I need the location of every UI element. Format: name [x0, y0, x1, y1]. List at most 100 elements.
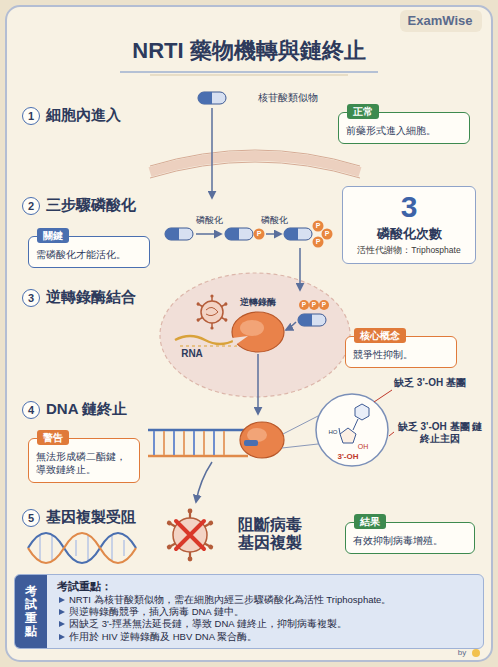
callout-label: 缺乏 3'-OH 基團: [394, 377, 466, 389]
bullet-text: 作用於 HIV 逆轉錄酶及 HBV DNA 聚合酶。: [57, 631, 475, 643]
bullet-text: 因缺乏 3'-羥基無法延長鏈，導致 DNA 鏈終止，抑制病毒複製。: [57, 618, 475, 630]
part-label: RNA: [181, 348, 203, 360]
zoom-circle: [316, 394, 388, 466]
reverse-transcriptase: [232, 312, 284, 352]
dna-ladder: [183, 431, 185, 455]
dna-helix: [28, 533, 136, 563]
bullet-text: 與逆轉錄酶競爭，插入病毒 DNA 鏈中。: [57, 606, 475, 618]
dna-ladder: [203, 431, 205, 455]
flow-arrow: [266, 233, 281, 235]
step-heading: 4DNA 鏈終止: [22, 400, 127, 419]
zoom-circle: [316, 394, 388, 466]
virus-icon: [210, 294, 213, 301]
phosphorylated-pill: [254, 229, 265, 240]
side-band: 考試重點: [15, 575, 47, 648]
leader-line: [389, 432, 394, 436]
zoom-lines: [282, 416, 318, 448]
chem-label: 3'-OH: [337, 452, 358, 461]
dna-ladder: [213, 431, 215, 455]
virus-icon: [206, 307, 218, 315]
step-number: 3: [22, 289, 40, 307]
note-text: 前藥形式進入細胞。: [346, 124, 462, 137]
cell-membrane: [150, 162, 360, 178]
chem-label: HO: [329, 429, 338, 436]
big-number: 3: [349, 191, 469, 223]
phosphorylated-pill: [298, 314, 326, 326]
zoom-lines: [283, 416, 318, 434]
phosphorylated-pill: [165, 228, 193, 240]
warning-box: 警告無法形成磷二酯鍵，導致鏈終止。: [28, 438, 140, 483]
note-text: 需磷酸化才能活化。: [36, 248, 142, 261]
phosphate-symbol: P: [316, 222, 321, 230]
virus-icon: [196, 294, 228, 329]
note-box: 關鍵需磷酸化才能活化。: [28, 236, 150, 268]
note-box: 核心概念競爭性抑制。: [345, 336, 457, 368]
stat-text: 活性代謝物：Triphosphate: [349, 245, 469, 257]
step-number: 5: [22, 509, 40, 527]
callout-label: 缺乏 3'-OH 基團 鏈終止主因: [397, 421, 483, 444]
blocked-virus: [188, 552, 193, 562]
background: [150, 75, 348, 76]
blocked-virus: [173, 518, 207, 552]
title: NRTI 藥物機轉與鏈終止: [0, 36, 498, 66]
dna-helix: [87, 536, 89, 560]
note-text: 競爭性抑制。: [353, 348, 449, 361]
dna-ladder: [154, 431, 224, 455]
bullet-text: NRTI 為核苷酸類似物，需在細胞內經三步驟磷酸化為活性 Triphosphat…: [57, 594, 475, 606]
dna-helix: [40, 536, 124, 560]
flow-arrow: [196, 108, 300, 502]
zoom-circle: [355, 404, 369, 420]
stat-text: 磷酸化次數: [349, 225, 469, 243]
cell-membrane: [150, 150, 360, 166]
chem-label: OH: [358, 443, 369, 451]
step-heading: 5基因複製受阻: [22, 508, 136, 527]
vertical-label: 考試重點: [25, 585, 37, 638]
part-label: 逆轉錄酶: [240, 297, 276, 307]
phosphate-symbol: P: [325, 230, 330, 238]
zoom-lines: [282, 444, 318, 448]
step-number: 2: [22, 197, 40, 215]
phosphate-symbol: P: [322, 301, 326, 308]
signature-sun: [472, 649, 480, 657]
flow-arrow: [257, 354, 259, 414]
tag-label: 核心概念: [354, 328, 406, 343]
step-number: 1: [22, 107, 40, 125]
dna-helix: [28, 533, 136, 563]
tag-label: 警告: [37, 430, 69, 445]
reverse-transcriptase: [244, 440, 258, 446]
phosphorylated-pill: [322, 229, 333, 240]
reverse-transcriptase: [247, 428, 267, 442]
blocked-virus: [188, 509, 193, 519]
leader-line: [374, 390, 392, 402]
tag-label: 關鍵: [37, 228, 69, 243]
reverse-transcriptase: [240, 422, 284, 458]
stat-box: 3 磷酸化次數活性代謝物：Triphosphate: [342, 186, 476, 264]
phosphorylated-pill: [225, 228, 253, 240]
dna-helix: [39, 536, 41, 560]
step-title: DNA 鏈終止: [46, 400, 127, 419]
phosphate-symbol: P: [316, 238, 321, 246]
note-box: 正常前藥形式進入細胞。: [338, 112, 470, 144]
dna-helix: [75, 540, 77, 556]
dna-ladder: [148, 455, 248, 458]
drug-pill: [198, 92, 226, 104]
cell-membrane: [150, 150, 360, 178]
phosphate-symbol: P: [257, 230, 262, 238]
background: [120, 71, 378, 73]
phosphorylated-pill: [313, 221, 324, 232]
note-text: 無法形成磷二酯鍵，導致鏈終止。: [36, 450, 132, 476]
phosphate-symbol: P: [312, 301, 316, 308]
virus-icon: [210, 323, 213, 330]
dna-ladder: [153, 431, 155, 455]
dna-ladder: [193, 431, 195, 455]
virus-icon: [201, 301, 223, 323]
dna-ladder: [173, 431, 175, 455]
result-label: 阻斷病毒 基因複製: [233, 516, 307, 553]
note-text: 有效抑制病毒增殖。: [353, 534, 467, 547]
flow-arrow: [196, 233, 221, 235]
signature-sun: [472, 649, 480, 657]
zoom-circle: [340, 428, 356, 443]
step-title: 三步驟磷酸化: [46, 196, 136, 215]
note-box: 結果有效抑制病毒增殖。: [345, 522, 475, 554]
